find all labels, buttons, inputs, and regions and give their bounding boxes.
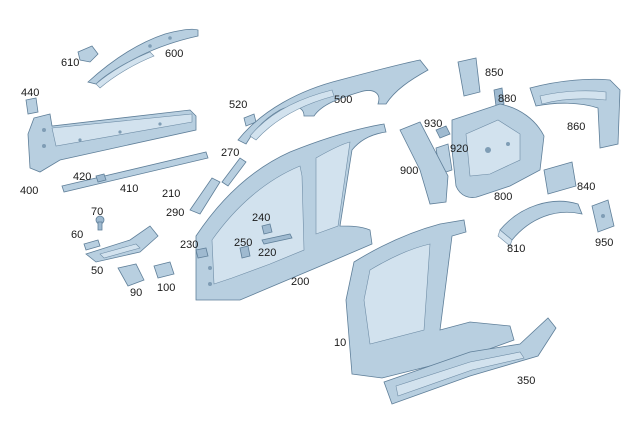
label-290: 290: [166, 207, 184, 219]
label-240: 240: [252, 212, 270, 224]
part-10-outer-side-panel[interactable]: [345, 219, 515, 379]
part-400-inner-sill[interactable]: [27, 109, 197, 173]
label-400: 400: [20, 185, 38, 197]
part-350-outer-sill[interactable]: [383, 317, 557, 405]
part-290-a-pillar-reinforcement[interactable]: [189, 177, 221, 215]
part-810-wheel-arch[interactable]: [497, 200, 583, 247]
label-200: 200: [291, 276, 309, 288]
label-850: 850: [485, 67, 503, 79]
label-600: 600: [165, 48, 183, 60]
label-50: 50: [91, 265, 103, 277]
label-100: 100: [157, 282, 175, 294]
label-900: 900: [400, 165, 418, 177]
label-70: 70: [91, 206, 103, 218]
part-100-plate[interactable]: [153, 261, 175, 279]
label-220: 220: [258, 247, 276, 259]
label-410: 410: [120, 183, 138, 195]
label-810: 810: [507, 243, 525, 255]
part-950-bracket[interactable]: [591, 199, 615, 233]
part-880-clip[interactable]: [493, 87, 505, 107]
part-860-quarter-upper[interactable]: [529, 78, 621, 149]
label-920: 920: [450, 143, 468, 155]
label-880: 880: [498, 93, 516, 105]
label-520: 520: [229, 99, 247, 111]
label-90: 90: [130, 287, 142, 299]
label-10: 10: [334, 337, 346, 349]
part-930-bracket[interactable]: [435, 125, 451, 139]
part-90-bracket[interactable]: [117, 263, 145, 287]
part-labels: 600 610 440 400 420 410 70 60 50 90 100 …: [20, 48, 613, 387]
label-610: 610: [61, 57, 79, 69]
label-350: 350: [517, 375, 535, 387]
label-250: 250: [234, 237, 252, 249]
label-500: 500: [334, 94, 352, 106]
label-840: 840: [577, 181, 595, 193]
part-500-roof-frame[interactable]: [237, 59, 429, 145]
part-60-bracket[interactable]: [83, 239, 101, 251]
label-230: 230: [180, 239, 198, 251]
part-610-bracket[interactable]: [77, 45, 99, 63]
part-800-quarter-inner[interactable]: [451, 103, 545, 198]
part-900-c-pillar[interactable]: [399, 121, 449, 205]
label-60: 60: [71, 229, 83, 241]
label-930: 930: [424, 118, 442, 130]
part-440-bracket[interactable]: [25, 97, 39, 115]
part-420-clip[interactable]: [95, 173, 107, 183]
label-440: 440: [21, 87, 39, 99]
part-240-bracket[interactable]: [261, 223, 273, 235]
label-950: 950: [595, 237, 613, 249]
part-50-bracket[interactable]: [85, 225, 159, 263]
part-250-bracket[interactable]: [239, 245, 251, 259]
label-210: 210: [162, 188, 180, 200]
label-270: 270: [221, 147, 239, 159]
part-600-roof-rail[interactable]: [87, 28, 199, 89]
label-800: 800: [494, 191, 512, 203]
part-70-bolt[interactable]: [95, 215, 105, 231]
part-220-rod[interactable]: [261, 233, 293, 245]
label-860: 860: [567, 121, 585, 133]
part-850-bracket[interactable]: [457, 57, 481, 97]
label-420: 420: [73, 171, 91, 183]
part-270-a-pillar-upper[interactable]: [221, 157, 247, 187]
part-840-bracket[interactable]: [543, 161, 577, 195]
part-230-clip[interactable]: [195, 247, 209, 259]
